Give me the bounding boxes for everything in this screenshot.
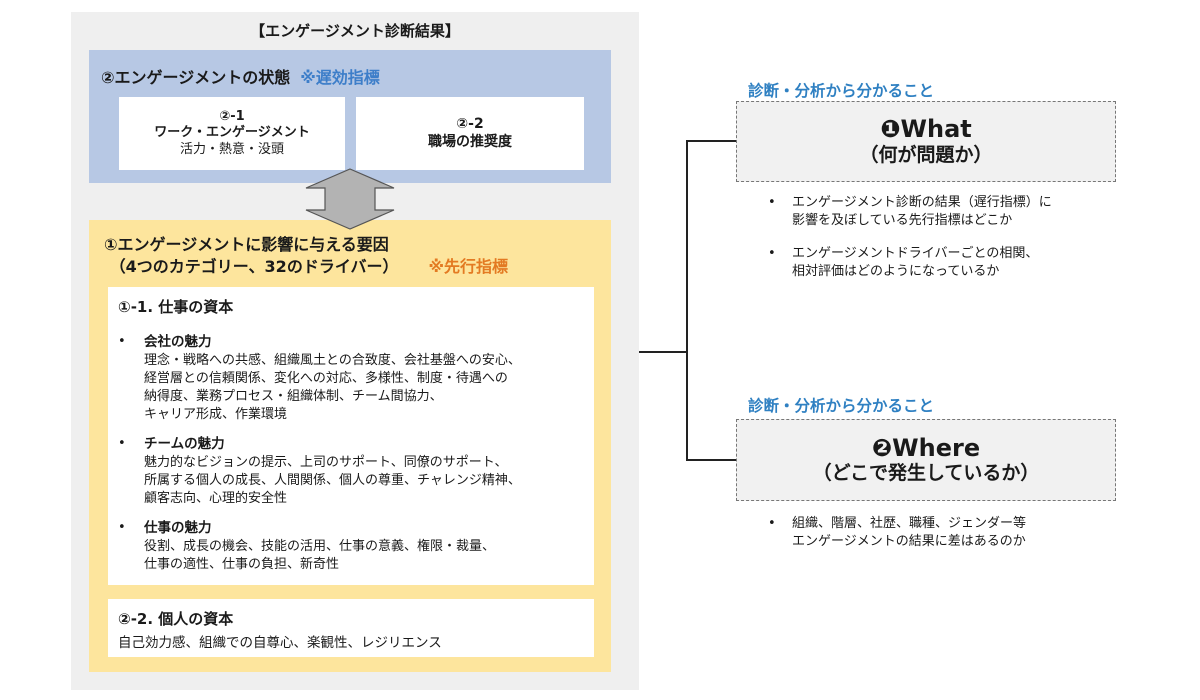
- personal-capital-body: 自己効力感、組織での自尊心、楽観性、レジリエンス: [118, 635, 442, 651]
- work-engagement-subtitle: 活力・熱意・没頭: [179, 141, 284, 157]
- engagement-state-heading: ②エンゲージメントの状態: [101, 68, 291, 87]
- panel-title: 【エンゲージメント診断結果】: [250, 22, 460, 40]
- bullet-icon: •: [768, 195, 776, 210]
- personal-capital-box: [108, 599, 594, 657]
- job-appeal-line: 役割、成長の機会、技能の活用、仕事の意義、権限・裁量、: [144, 539, 496, 554]
- where-subtitle: （どこで発生しているか）: [812, 462, 1040, 485]
- work-engagement-box: ②-1 ワーク・エンゲージメント 活力・熱意・没頭: [119, 97, 345, 170]
- bidirectional-arrow-icon: [305, 168, 395, 230]
- connector-line: [686, 459, 736, 461]
- engagement-factors-title: ①エンゲージメントに影響に与える要因 （4つのカテゴリー、32のドライバー） ※先…: [104, 234, 508, 279]
- what-box: ❶What （何が問題か）: [736, 101, 1116, 182]
- bullet-icon: •: [768, 516, 776, 531]
- leading-indicator-note: ※先行指標: [428, 257, 509, 277]
- engagement-state-title: ②エンゲージメントの状態 ※遅効指標: [101, 64, 380, 88]
- connector-line: [639, 351, 687, 353]
- connector-line: [686, 140, 688, 461]
- work-engagement-title: ワーク・エンゲージメント: [154, 125, 310, 141]
- where-bullet-line: エンゲージメントの結果に差はあるのか: [792, 534, 1026, 549]
- team-appeal-line: 顧客志向、心理的安全性: [144, 491, 288, 506]
- job-appeal-heading: 仕事の魅力: [144, 520, 212, 536]
- company-appeal-heading: 会社の魅力: [144, 334, 212, 350]
- work-engagement-number: ②-1: [219, 109, 245, 125]
- company-appeal-line: 理念・戦略への共感、組織風土との合致度、会社基盤への安心、: [144, 353, 521, 368]
- what-subtitle: （何が問題か）: [859, 143, 993, 166]
- team-appeal-heading: チームの魅力: [144, 436, 225, 452]
- workplace-recommendation-number: ②-2: [456, 116, 484, 132]
- what-bullet-line: 相対評価はどのようになっているか: [792, 264, 1000, 279]
- team-appeal-line: 魅力的なビジョンの提示、上司のサポート、同僚のサポート、: [144, 455, 508, 470]
- workplace-recommendation-box: ②-2 職場の推奨度: [356, 97, 584, 170]
- where-insight-label: 診断・分析から分かること: [748, 397, 935, 415]
- personal-capital-heading: ②-2. 個人の資本: [118, 610, 234, 628]
- where-title: ❷Where: [871, 433, 981, 462]
- what-bullet-line: エンゲージメント診断の結果（遅行指標）に: [792, 195, 1052, 210]
- bullet-icon: •: [118, 436, 126, 451]
- bullet-icon: •: [768, 246, 776, 261]
- work-capital-box: [108, 287, 594, 585]
- what-title: ❶What: [880, 115, 972, 144]
- work-capital-heading: ①-1. 仕事の資本: [118, 298, 234, 316]
- where-box: ❷Where （どこで発生しているか）: [736, 419, 1116, 501]
- company-appeal-line: キャリア形成、作業環境: [144, 407, 288, 422]
- what-bullet-line: 影響を及ぼしている先行指標はどこか: [792, 213, 1013, 228]
- connector-line: [686, 140, 736, 142]
- bullet-icon: •: [118, 334, 126, 349]
- workplace-recommendation-title: 職場の推奨度: [428, 133, 512, 150]
- company-appeal-line: 納得度、業務プロセス・組織体制、チーム間協力、: [144, 389, 443, 404]
- what-insight-label: 診断・分析から分かること: [748, 82, 935, 100]
- company-appeal-line: 経営層との信頼関係、変化への対応、多様性、制度・待遇への: [144, 371, 508, 386]
- where-bullet-line: 組織、階層、社歴、職種、ジェンダー等: [792, 516, 1027, 531]
- bullet-icon: •: [118, 520, 126, 535]
- lagging-indicator-note: ※遅効指標: [300, 68, 380, 87]
- what-bullet-line: エンゲージメントドライバーごとの相関、: [792, 246, 1039, 261]
- job-appeal-line: 仕事の適性、仕事の負担、新奇性: [144, 557, 340, 572]
- factors-title-line2: （4つのカテゴリー、32のドライバー）: [109, 257, 399, 277]
- team-appeal-line: 所属する個人の成長、人間関係、個人の尊重、チャレンジ精神、: [144, 473, 521, 488]
- factors-title-line1: ①エンゲージメントに影響に与える要因: [104, 235, 389, 254]
